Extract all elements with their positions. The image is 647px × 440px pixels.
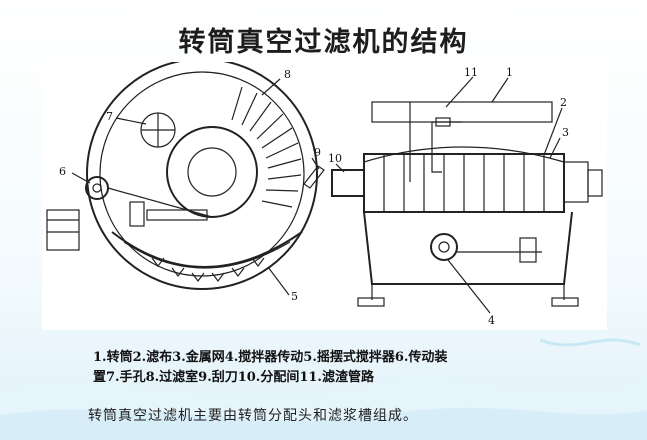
decorative-wave [0,338,647,440]
callout-10: 10 [328,152,342,165]
filter-chambers [231,86,302,208]
page-title: 转筒真空过滤机的结构 [178,27,469,58]
base-bracket [46,209,80,251]
structure-figure: 8 7 9 6 5 11 1 2 3 10 4 [42,62,607,330]
drive-pulley [85,176,109,200]
agitator-drive-wheel [430,233,458,261]
callout-2: 2 [560,96,567,109]
callout-4: 4 [488,314,495,327]
callout-11: 11 [464,66,478,79]
cake-pipe [431,122,442,173]
filter-drawings: 8 7 9 6 5 11 1 2 3 10 4 [46,62,603,327]
hub-ring [166,126,258,218]
drive-rod [107,187,213,218]
cross-section-view [46,62,325,296]
callout-9: 9 [314,146,321,159]
callout-1: 1 [506,66,513,79]
top-frame [371,101,553,123]
filter-cloth-curve [363,146,565,163]
drum-slats [383,154,545,212]
slurry-trough [111,231,303,268]
summary-caption: 转筒真空过滤机主要由转筒分配头和滤浆槽组成。 [88,408,418,424]
distributor-head [331,169,365,197]
agitator-teeth [151,257,265,282]
side-view [331,76,603,314]
drum-outer-circle [86,62,318,290]
callout-6: 6 [59,165,66,178]
parts-legend: 1.转筒2.滤布3.金属网4.搅拌器传动5.摇摆式搅拌器6.传动装 置7.手孔8… [93,348,563,388]
slurry-tank [363,211,573,285]
shaft-circle [187,147,237,197]
legend-line-2: 置7.手孔8.过滤室9.刮刀10.分配间11.滤渣管路 [93,370,374,385]
callout-3: 3 [562,126,569,139]
callout-7: 7 [106,110,113,123]
callout-5: 5 [291,290,298,303]
scraper [303,165,325,189]
callout-8: 8 [284,68,291,81]
legend-line-1: 1.转筒2.滤布3.金属网4.搅拌器传动5.摇摆式搅拌器6.传动装 [93,350,448,365]
